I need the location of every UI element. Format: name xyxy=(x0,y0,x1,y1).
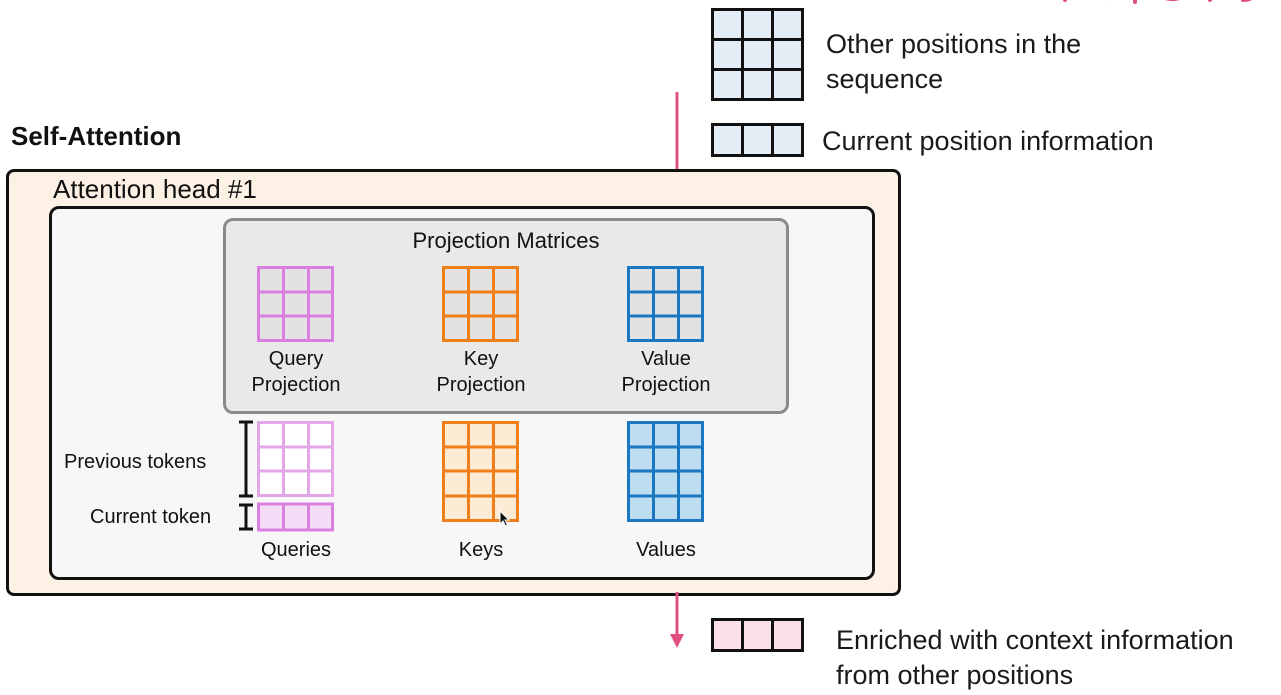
key-projection-label-line2: Projection xyxy=(436,374,526,396)
other-positions-matrix xyxy=(711,8,804,101)
value-projection-label-line1: Value xyxy=(641,348,691,370)
key-projection-label: Key Projection xyxy=(421,346,541,398)
self-attention-title: Self-Attention xyxy=(11,121,182,151)
output-arrow xyxy=(670,592,684,648)
keys-matrix xyxy=(442,421,519,522)
query-projection-label-line2: Projection xyxy=(251,374,341,396)
current-token-label: Current token xyxy=(90,506,212,528)
input-arrow xyxy=(675,92,679,174)
bracket-icons xyxy=(239,420,253,531)
legend-enriched: Enriched with context information from o… xyxy=(836,625,1234,690)
previous-tokens-label: Previous tokens xyxy=(64,451,207,473)
queries-matrix xyxy=(257,421,334,532)
legend-other-positions: Other positions in the sequence xyxy=(826,29,1082,94)
value-projection-matrix xyxy=(627,266,704,342)
mouse-cursor-icon xyxy=(499,510,511,527)
current-position-row xyxy=(711,123,804,157)
key-projection-matrix xyxy=(442,266,519,342)
value-projection-label: Value Projection xyxy=(606,346,726,398)
query-projection-matrix xyxy=(257,266,334,342)
keys-label: Keys xyxy=(458,539,504,561)
key-projection-label-line1: Key xyxy=(463,348,499,370)
legend-current-position: Current position information xyxy=(822,126,1154,156)
values-label: Values xyxy=(636,539,696,561)
clipped-title-fragment xyxy=(1005,0,1281,10)
value-projection-label-line2: Projection xyxy=(621,374,711,396)
queries-label: Queries xyxy=(260,539,332,561)
clipped-red-text-icon xyxy=(1030,0,1252,4)
attention-head-title: Attention head #1 xyxy=(53,174,257,204)
enriched-output-row xyxy=(711,618,804,652)
query-projection-label: Query Projection xyxy=(236,346,356,398)
query-projection-label-line1: Query xyxy=(268,348,324,370)
values-matrix xyxy=(627,421,704,522)
projection-matrices-title: Projection Matrices xyxy=(412,228,600,253)
